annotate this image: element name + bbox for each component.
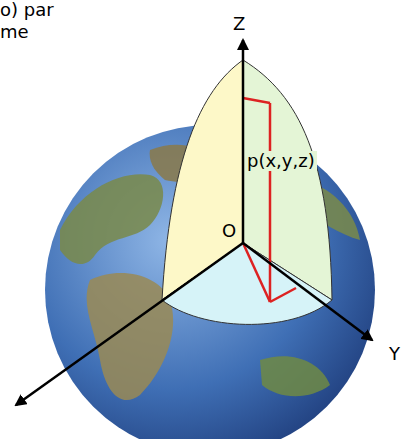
point-label: p(x,y,z) <box>245 151 317 171</box>
cut-text: me <box>0 22 29 42</box>
axis-label: Z <box>233 14 245 34</box>
axis-label: Y <box>389 344 400 364</box>
origin-label: O <box>222 221 236 241</box>
axes <box>16 40 372 405</box>
projection-lines <box>243 98 296 302</box>
cut-text: o) par <box>0 0 54 20</box>
